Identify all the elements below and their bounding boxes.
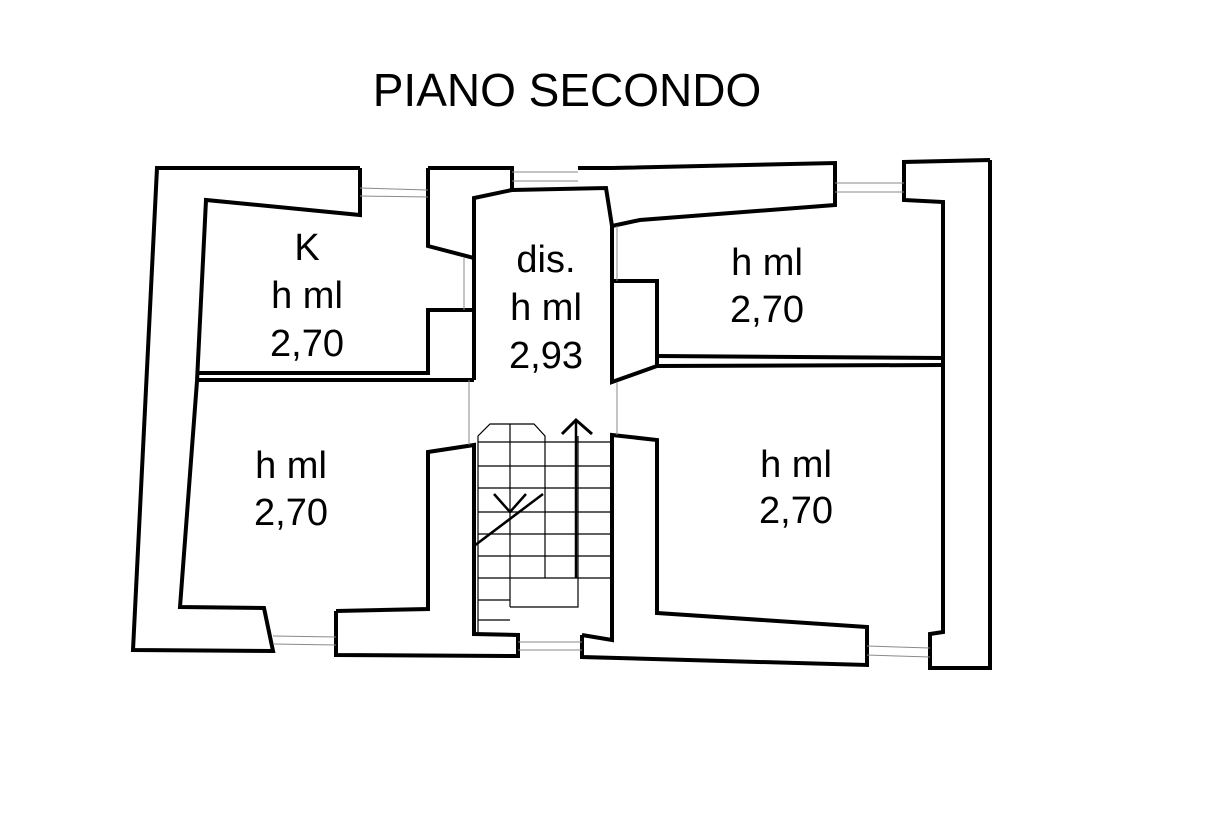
room-height-value: 2,70 (730, 289, 804, 331)
plan-title: PIANO SECONDO (373, 64, 762, 116)
room-label-top-right: h ml 2,70 (730, 242, 804, 331)
outer-walls (130, 158, 992, 670)
room-height-label: h ml (271, 275, 343, 317)
room-label-kitchen: K h ml 2,70 (270, 227, 344, 365)
room-height-label: h ml (510, 287, 582, 329)
room-height-value: 2,93 (509, 335, 583, 377)
room-height-label: h ml (760, 444, 832, 486)
room-label-hallway: dis. h ml 2,93 (509, 239, 583, 377)
staircase (477, 423, 610, 634)
room-height-value: 2,70 (254, 492, 328, 534)
room-height-label: h ml (731, 242, 803, 284)
stair-direction-arrow-icon (560, 417, 593, 578)
room-label-bottom-right: h ml 2,70 (759, 444, 833, 532)
room-name: K (294, 227, 319, 269)
room-height-value: 2,70 (759, 490, 833, 532)
room-label-bottom-left: h ml 2,70 (254, 445, 328, 534)
room-name: dis. (516, 239, 575, 281)
windows (272, 171, 931, 658)
room-height-label: h ml (255, 445, 327, 487)
room-height-value: 2,70 (270, 323, 344, 365)
stair-cut-line-icon (473, 493, 544, 547)
